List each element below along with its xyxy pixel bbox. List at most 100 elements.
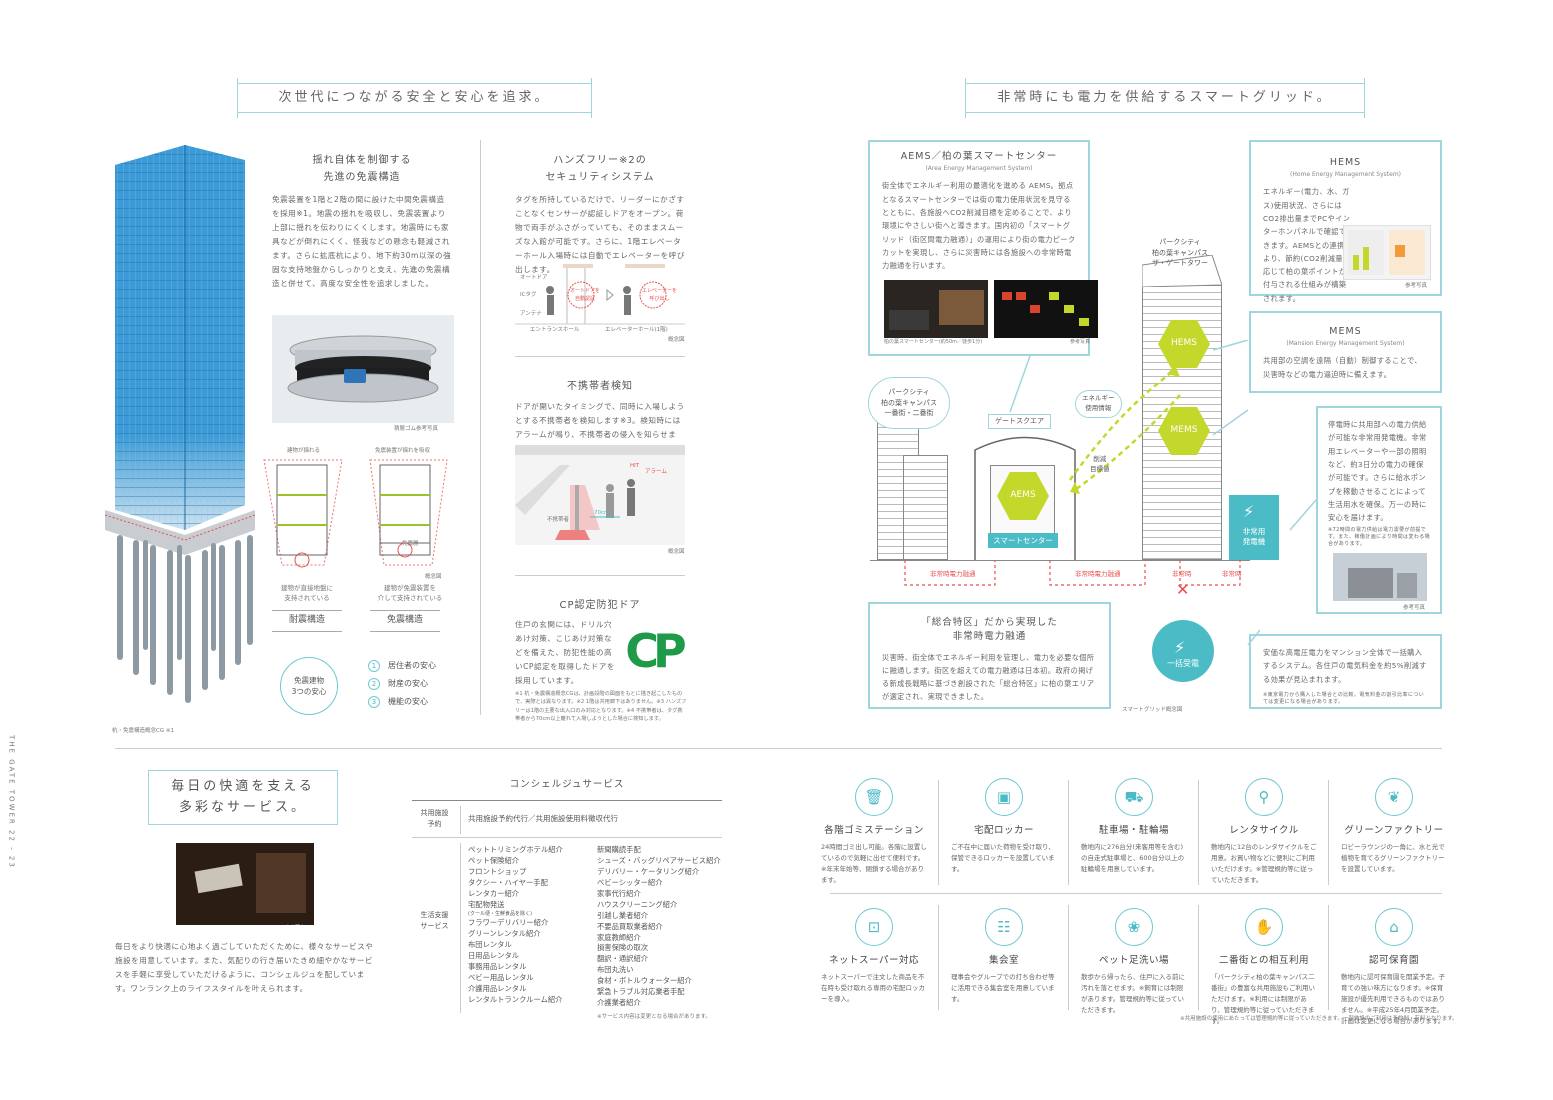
emergency-label-2: 非常時 — [1222, 570, 1242, 578]
relief-item-1: 居住者の安心 — [388, 661, 436, 670]
handsfree-title: ハンズフリー※2のセキュリティシステム — [545, 155, 655, 183]
label-call-elevator: エレベーターを 呼び出し — [642, 288, 678, 302]
service-item: ペットトリミングホテル紹介 — [468, 845, 563, 854]
service-item: 翻訳・通訳紹介 — [597, 954, 649, 964]
service-item: ペット保険紹介 — [468, 855, 520, 865]
label-hit: HIT — [630, 463, 640, 469]
facility-parking: ⛟ 駐車場・駐輪場敷地内に276台分(来客用等を含む)の自走式駐車場と、600台… — [1075, 778, 1193, 875]
bicycle-icon: ⚲ — [1245, 778, 1283, 816]
paw-icon: ❀ — [1115, 908, 1153, 946]
service-item: ハウスクリーニング紹介 — [597, 899, 678, 909]
relief-number-2: 2 — [368, 678, 380, 690]
facility-divider-3 — [1198, 780, 1199, 885]
label-antenna: アンテナ — [520, 311, 542, 317]
service-item: 介護業者紹介 — [597, 998, 641, 1008]
services-note: ※サービス内容は変更となる場合があります。 — [597, 1014, 711, 1020]
facility-row-divider — [830, 893, 1442, 894]
service-item: レンタルトランクルーム紹介 — [468, 994, 563, 1004]
smartgrid-concept: スマートグリッド概念図 — [1122, 707, 1183, 713]
rubber-bearing-photo — [272, 315, 454, 423]
facilities-note: ※共用施設の使用にあたっては管理規約等に従っていただきます。一部施設のご利用は予… — [1180, 1016, 1458, 1022]
handshake-icon: ✋ — [1245, 908, 1283, 946]
service-item: 布団丸洗い — [597, 965, 634, 975]
row2-divider — [460, 843, 461, 1013]
concierge-photo-caption: 参考写真 — [285, 925, 306, 931]
generator-caption: 参考写真 — [1403, 605, 1426, 611]
structure-type-a: 耐震構造 — [272, 610, 342, 632]
unauth-diagram — [515, 445, 685, 545]
facility-divider-5 — [938, 905, 939, 1010]
service-item: 不要品買取業者紹介 — [597, 921, 663, 931]
hems-screen-image — [1343, 225, 1431, 280]
generator-glyph-icon: ⚡ — [1243, 502, 1255, 521]
label-entrance-hall: エントランスホール — [530, 327, 580, 333]
cart-icon: ⊡ — [855, 908, 893, 946]
tower-caption: 杭・免震構造概念CG ※1 — [112, 728, 174, 734]
aems-caption-left: 柏の葉スマートセンター(約50m／徒歩1分) — [884, 339, 983, 345]
isolator-label: 免震層 — [402, 541, 419, 547]
service-item: シューズ・バッグリペアサービス紹介 — [597, 855, 721, 865]
service-item: 布団レンタル — [468, 940, 512, 949]
services-body: 毎日をより快適に心地よく過ごしていただくために、様々なサービスや施設を用意してい… — [115, 942, 374, 994]
concierge-photo — [176, 843, 314, 925]
service-item: グリーンレンタル紹介 — [468, 929, 541, 939]
tower-roof — [1142, 255, 1222, 287]
service-item: 家庭教師紹介 — [597, 932, 641, 942]
aems-photo-right — [994, 280, 1098, 338]
sprout-icon: ❦ — [1375, 778, 1413, 816]
fusion-label-2: 非常時電力融通 — [1075, 570, 1121, 578]
generator-icon-box: 非常用 発電機 — [1229, 495, 1279, 560]
label-auto-auth: オートドアを 自動認証 — [570, 288, 601, 302]
service-item: 日用品レンタル — [468, 950, 520, 960]
row1-label: 共用施設 予約 — [420, 809, 449, 828]
relief-item-2: 財産の安心 — [388, 679, 428, 688]
facility-netsuper: ⊡ ネットスーパー対応ネットスーパーで注文した商品を不在時も受け取れる専用の宅配… — [815, 908, 933, 1005]
row-divider — [412, 837, 722, 838]
handsfree-body: タグを所持しているだけで、リーダーにかざすことなくセンサーが認証しドアをオープン… — [515, 195, 685, 275]
seismic-concept: 概念図 — [425, 574, 442, 580]
facility-divider-8 — [1328, 905, 1329, 1010]
services-title-box: 毎日の快適を支える 多彩なサービス。 — [148, 770, 338, 825]
cp-note: ※1 杭・免震構造概念CGは、計画段階の図面をもとに描き起こしたもので、実際とは… — [515, 691, 687, 722]
column-divider — [480, 140, 481, 715]
handsfree-diagram — [515, 264, 685, 325]
unauth-concept: 概念図 — [668, 549, 685, 555]
gate-square-building — [974, 436, 1076, 560]
emergency-label-1: 非常時 — [1172, 570, 1192, 578]
mems-box: MEMS (Mansion Energy Management System) … — [1249, 311, 1442, 393]
unauth-title: 不携帯者検知 — [567, 381, 633, 392]
left-section-header: 次世代につながる安全と安心を追求。 — [237, 78, 592, 118]
facility-divider-1 — [938, 780, 939, 885]
facility-divider-6 — [1068, 905, 1069, 1010]
service-item: 引越し業者紹介 — [597, 910, 649, 920]
service-list-col2: 新聞購読手配 シューズ・バッグリペアサービス紹介 デリバリー・ケータリング紹介 … — [597, 845, 721, 1009]
reduction-target-label: 削減 目標値 — [1090, 455, 1110, 473]
facility-green: ❦ グリーンファクトリーロビーラウンジの一角に、水と光で植物を育てるグリーンファ… — [1335, 778, 1453, 875]
label-elevator-hall: エレベーターホール(1階) — [605, 327, 668, 333]
row2-label: 生活支援 サービス — [420, 911, 449, 930]
cp-logo: CP — [625, 624, 686, 678]
service-item-note: (クール便・生鮮食品を除く) — [468, 910, 532, 917]
generator-photo — [1333, 553, 1427, 601]
row1-divider — [460, 806, 461, 834]
bulk-receiving-circle: 一括受電 — [1152, 620, 1214, 682]
label-distance: 70cm — [594, 510, 610, 516]
service-item: ベビー用品レンタル — [468, 972, 534, 982]
label-ic-tag: ICタグ — [520, 292, 537, 298]
three-reliefs-circle: 免震建物 3つの安心 — [280, 657, 338, 715]
seismic-diagram — [263, 459, 448, 568]
service-list-col1: ペットトリミングホテル紹介 ペット保険紹介 フロントショップ タクシー・ハイヤー… — [468, 845, 563, 1006]
facility-divider-4 — [1328, 780, 1329, 885]
diagram-label-a: 建物が揺れる — [287, 448, 321, 454]
emergency-flow-lines — [904, 560, 1241, 586]
row1-text: 共用施設予約代行／共用施設使用料徴収代行 — [468, 814, 618, 823]
relief-number-3: 3 — [368, 696, 380, 708]
parking-icon: ⛟ — [1115, 778, 1153, 816]
service-item: 家事代行紹介 — [597, 888, 641, 898]
trash-icon: 🗑 — [855, 778, 893, 816]
meeting-icon: ☷ — [985, 908, 1023, 946]
energy-info-label: エネルギー 使用情報 — [1075, 390, 1122, 418]
cp-title: CP認定防犯ドア — [559, 600, 641, 611]
